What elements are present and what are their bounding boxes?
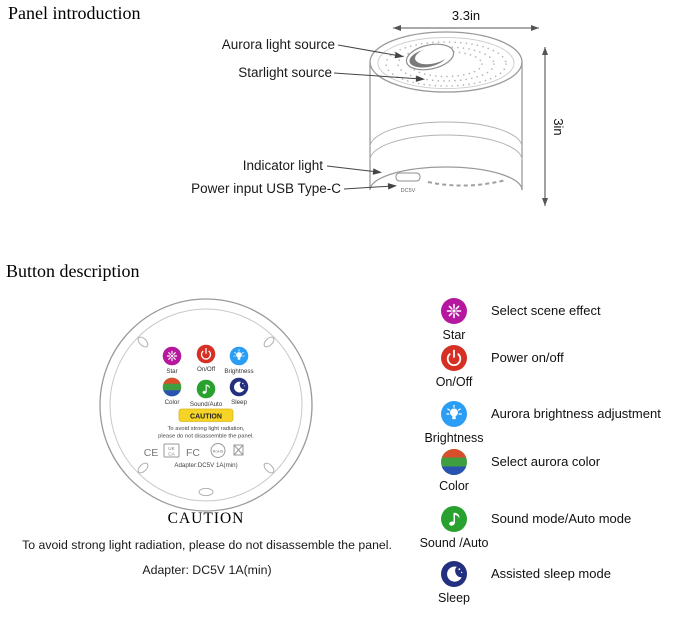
legend-desc-onoff: Power on/off (491, 350, 564, 365)
certification-marks: CE UK CA FC RoHS (144, 443, 244, 459)
device-adapter-label: Adapter:DC5V 1A(min) (174, 462, 237, 469)
legend-row-brightness: Brightness Aurora brightness adjustment (417, 400, 677, 445)
rohs-mark-circle (210, 443, 226, 458)
legend-desc-color: Select aurora color (491, 454, 601, 469)
sound-icon (440, 505, 468, 533)
indicator-leader-line (326, 165, 379, 173)
legend-row-star: Star Select scene effect (417, 297, 677, 342)
legend-desc-sleep: Assisted sleep mode (491, 566, 611, 581)
leader-lines (326, 44, 422, 190)
adapter-text: Adapter: DC5V 1A(min) (142, 563, 272, 577)
starlight-holes-pattern (385, 41, 507, 87)
legend-desc-sound: Sound mode/Auto mode (491, 511, 632, 526)
aurora-opening (405, 43, 455, 71)
device-caution-line1: To avoid strong light radiation, (167, 426, 244, 432)
device-color-label: Color (165, 399, 180, 406)
dimension-width: 3.3in (393, 8, 539, 31)
sleep-icon (440, 560, 468, 588)
caution-badge-label: CAUTION (190, 414, 222, 421)
legend-row-onoff: On/Off Power on/off (417, 344, 677, 389)
base-screws (137, 336, 275, 497)
legend-label-onoff: On/Off (435, 375, 473, 389)
legend-desc-star: Select scene effect (491, 303, 601, 318)
aurora-light-source-label: Aurora light source (221, 37, 335, 52)
ce-mark: CE (144, 447, 159, 459)
device-caution-line2: please do not disassemble the panel. (158, 434, 254, 440)
button-description-title: Button description (6, 261, 140, 281)
legend-row-sound: Sound /Auto Sound mode/Auto mode (417, 505, 677, 550)
legend-label-brightness: Brightness (424, 431, 484, 445)
device-onoff-button (196, 344, 216, 364)
device-brightness-label: Brightness (224, 368, 253, 375)
power-icon (440, 344, 468, 372)
ukca-mark-box (163, 443, 180, 458)
power-input-label: Power input USB Type-C (191, 181, 341, 196)
legend-label-sleep: Sleep (438, 591, 470, 605)
device-side-illustration: DC5V (369, 31, 523, 194)
device-brightness-button (229, 346, 249, 366)
caution-badge (178, 408, 234, 422)
caution-text: To avoid strong light radiation, please … (22, 538, 392, 552)
rohs-mark: RoHS (213, 449, 224, 454)
legend-label-color: Color (439, 479, 469, 493)
device-color-button (162, 377, 182, 397)
device-onoff-label: On/Off (197, 366, 215, 373)
indicator-vents (427, 179, 507, 187)
device-sound-label: Sound/Auto (190, 401, 223, 408)
color-icon (440, 448, 468, 476)
device-base-illustration: Star On/Off Brightness Color Sound/Auto … (99, 298, 313, 512)
dimension-height-label: 3in (551, 118, 566, 135)
device-sound-button (196, 379, 216, 399)
device-sleep-button (229, 377, 249, 397)
legend-desc-brightness: Aurora brightness adjustment (491, 406, 661, 421)
starlight-leader-line (333, 72, 422, 80)
ukca-mark-top: UK (168, 446, 175, 451)
legend-row-color: Color Select aurora color (417, 448, 677, 493)
dimension-height: 3in (542, 47, 566, 206)
port-label: DC5V (401, 188, 416, 194)
starlight-source-label: Starlight source (238, 65, 332, 80)
panel-introduction-title: Panel introduction (8, 3, 141, 23)
dimension-width-label: 3.3in (452, 8, 480, 23)
device-sleep-label: Sleep (231, 399, 247, 406)
weee-mark-icon (233, 444, 244, 456)
leader-arrowheads (372, 51, 425, 190)
caution-heading: CAUTION (167, 510, 245, 527)
power-leader-line (343, 185, 394, 190)
ukca-mark-bottom: CA (168, 452, 175, 457)
fcc-mark: FC (186, 447, 200, 459)
indicator-light-label: Indicator light (242, 158, 323, 173)
legend-label-sound: Sound /Auto (419, 536, 489, 550)
device-star-label: Star (166, 368, 177, 375)
star-icon (440, 297, 468, 325)
legend-label-star: Star (442, 328, 466, 342)
aurora-leader-line (337, 44, 401, 57)
brightness-icon (440, 400, 468, 428)
device-star-button (162, 346, 182, 366)
usb-c-port (395, 172, 421, 182)
legend-row-sleep: Sleep Assisted sleep mode (417, 560, 677, 605)
